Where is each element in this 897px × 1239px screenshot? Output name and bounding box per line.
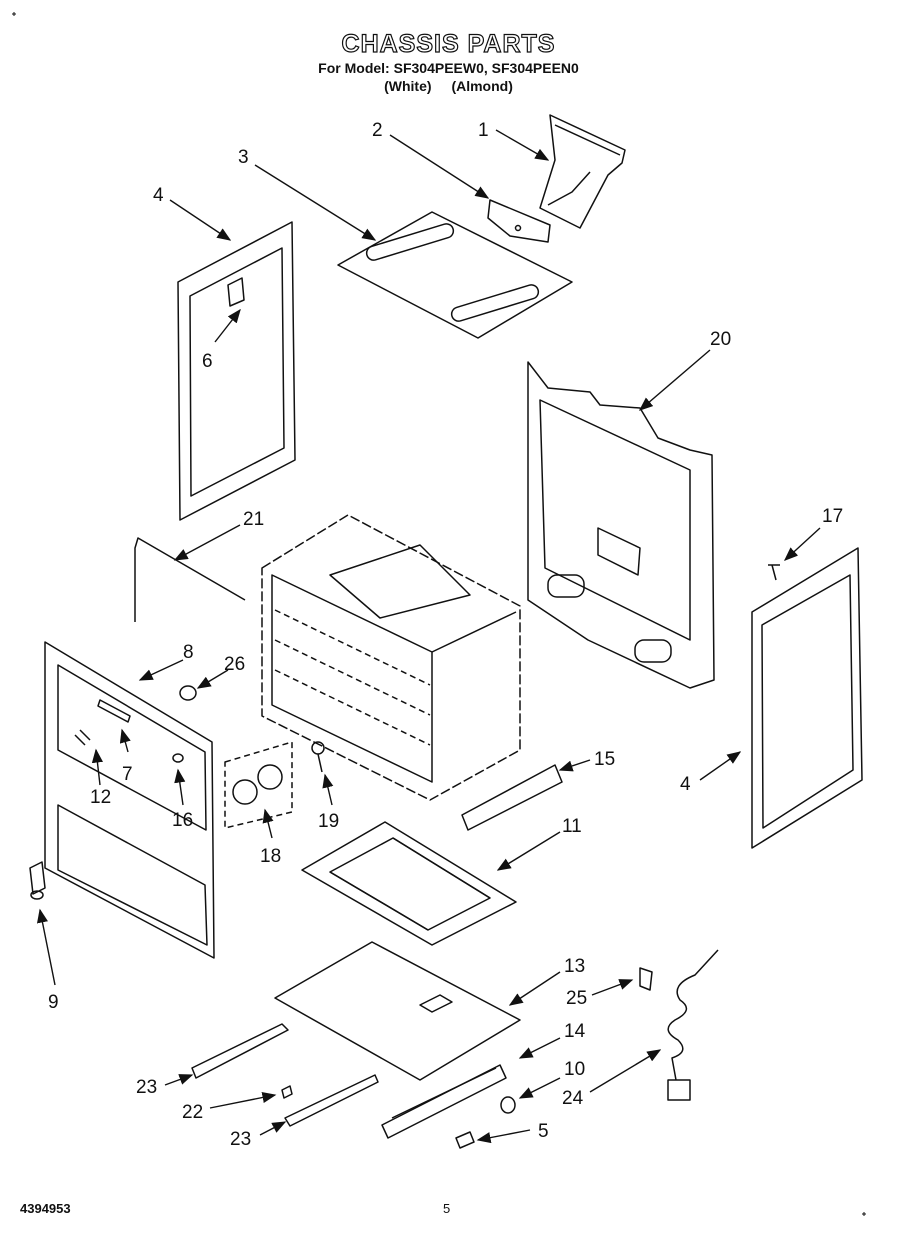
callout-13: 13: [564, 956, 585, 977]
callout-5: 5: [538, 1121, 549, 1142]
callout-20: 20: [710, 329, 731, 350]
corner-mark: [12, 12, 16, 16]
callout-1: 1: [478, 120, 489, 141]
callout-15: 15: [594, 749, 615, 770]
control-knob-parts: [74, 685, 325, 829]
callout-22: 22: [182, 1102, 203, 1123]
callout-16: 16: [172, 810, 193, 831]
document-number: 4394953: [20, 1201, 71, 1216]
oven-cavity-part: [261, 514, 521, 801]
callout-10: 10: [564, 1059, 585, 1080]
top-panel-part: [337, 211, 573, 339]
callout-14: 14: [564, 1021, 586, 1042]
broiler-pan-part: [301, 821, 517, 946]
vent-duct-part: [539, 114, 626, 229]
model-line: For Model: SF304PEEW0, SF304PEEN0: [318, 60, 579, 76]
page-title: CHASSIS PARTS: [341, 29, 556, 58]
callout-25: 25: [566, 988, 587, 1009]
variant-almond: (Almond): [451, 78, 513, 94]
callout-8: 8: [183, 642, 194, 663]
power-cord-part: [639, 949, 719, 1101]
gasket-strip-part: [134, 537, 246, 622]
variant-white: (White): [384, 78, 432, 94]
callout-11: 11: [562, 816, 582, 837]
callout-21: 21: [243, 509, 264, 530]
callout-4: 4: [153, 185, 164, 206]
callout-18: 18: [260, 846, 281, 867]
front-frame-part: [44, 641, 215, 959]
callout-7: 7: [122, 764, 133, 785]
callout-3: 3: [238, 147, 249, 168]
trim-strip-part: [461, 764, 563, 831]
side-panel-right-part: [751, 547, 863, 849]
callout-12: 12: [90, 787, 111, 808]
bracket-part: [487, 199, 551, 243]
variant-line: (White) (Almond): [0, 78, 897, 94]
callout-9: 9: [48, 992, 59, 1013]
callout-2: 2: [372, 120, 383, 141]
callout-6: 6: [202, 351, 213, 372]
corner-mark: [862, 1212, 866, 1216]
bottom-panel-part: [274, 941, 521, 1081]
rear-panel-part: [527, 361, 715, 689]
bottom-rails-parts: [191, 1023, 379, 1127]
side-panel-left-part: [177, 221, 296, 521]
callout-19: 19: [318, 811, 339, 832]
callout-17: 17: [822, 506, 843, 527]
callout-26: 26: [224, 654, 245, 675]
leveling-leg-part: [29, 861, 46, 900]
callout-4-right: 4: [680, 774, 691, 795]
callout-24: 24: [562, 1088, 584, 1109]
callout-23-top: 23: [136, 1077, 157, 1098]
front-rail-part: [381, 1064, 516, 1149]
page-number: 5: [443, 1201, 451, 1216]
callout-23-bottom: 23: [230, 1129, 251, 1150]
